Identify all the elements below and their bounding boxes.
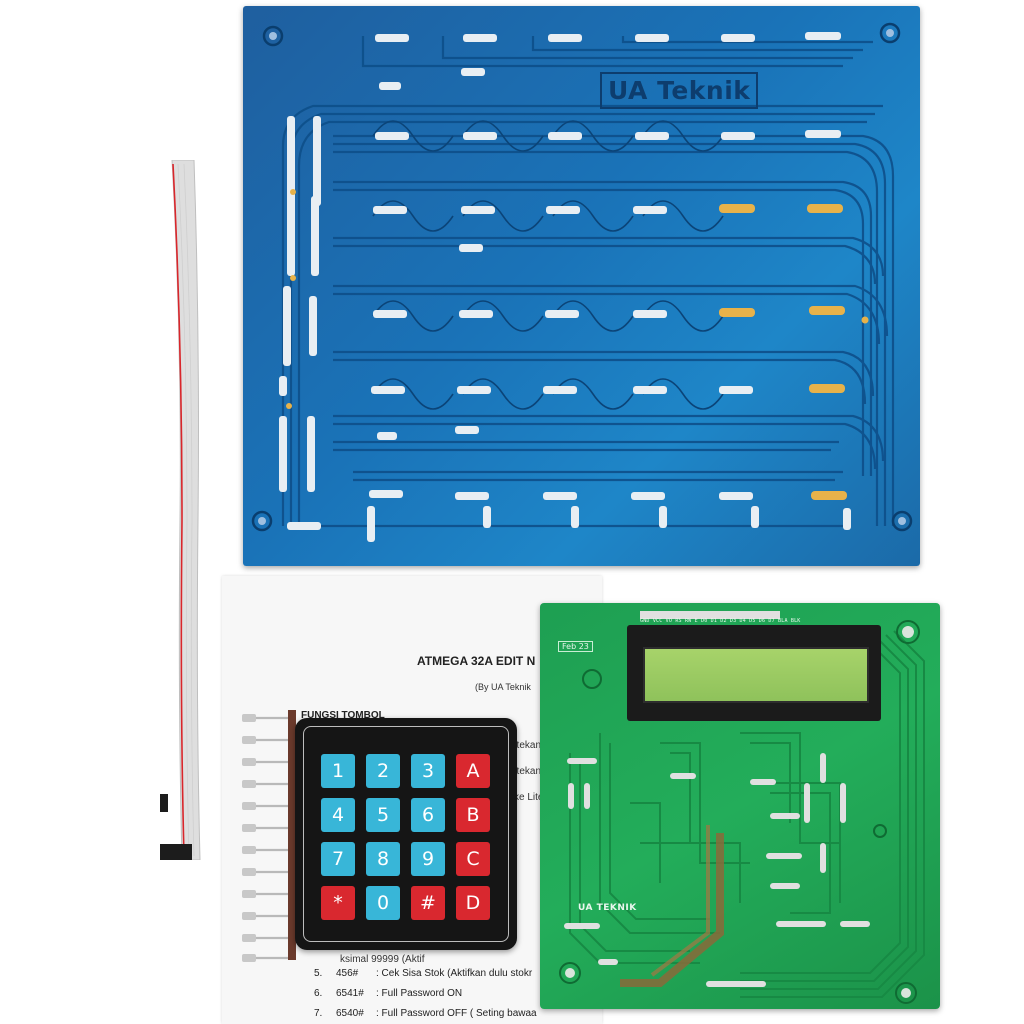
green-pcb-traces [559, 611, 925, 1004]
lcd-pin-labels: GND VCC VO RS RW E D0 D1 D2 D3 D4 D5 D6 … [640, 618, 801, 624]
keypad-key[interactable]: 3 [411, 754, 445, 788]
keypad-key[interactable]: * [321, 886, 355, 920]
manual-row-num: 6. [314, 988, 323, 999]
manual-fragment: ke Liter [514, 792, 547, 803]
keypad-key[interactable]: 8 [366, 842, 400, 876]
keypad-key[interactable]: A [456, 754, 490, 788]
blue-pcb-traces [251, 22, 913, 542]
green-controller-pcb: GND VCC VO RS RW E D0 D1 D2 D3 D4 D5 D6 … [540, 603, 940, 1009]
manual-row: 5. 456# : Cek Sisa Stok (Aktifkan dulu sto… [314, 968, 532, 979]
pcb-date-label: Feb 23 [558, 641, 593, 652]
manual-byline: (By UA Teknik [475, 682, 531, 692]
manual-row-num: 5. [314, 968, 323, 979]
manual-row-text: : Full Password ON [376, 988, 463, 999]
keypad-key[interactable]: C [456, 842, 490, 876]
manual-row-code: 6540# [336, 1008, 364, 1019]
blue-pcb-logo: UA Teknik [600, 72, 759, 109]
manual-row-code: 456# [336, 968, 359, 979]
keypad-key[interactable]: # [411, 886, 445, 920]
manual-fragment: , tekan [511, 766, 542, 777]
manual-row: 7. 6540# : Full Password OFF ( Seting bawa… [314, 1008, 537, 1019]
green-pcb-brand: UA TEKNIK [578, 903, 637, 913]
manual-row-text: : Full Password OFF ( Seting bawaa [376, 1008, 537, 1019]
lcd-screen [643, 647, 869, 703]
manual-fragment: , tekan [511, 740, 542, 751]
keypad-key[interactable]: D [456, 886, 490, 920]
keypad-key[interactable]: 5 [366, 798, 400, 832]
ribbon-cable [124, 159, 220, 861]
keypad-key[interactable]: B [456, 798, 490, 832]
manual-title: ATMEGA 32A EDIT N [417, 654, 536, 668]
manual-heading: FUNGSI TOMBOL [301, 710, 385, 721]
keypad-key[interactable]: 0 [366, 886, 400, 920]
pin-header-graphic [242, 710, 296, 962]
keypad-key[interactable]: 2 [366, 754, 400, 788]
keypad-key[interactable]: 4 [321, 798, 355, 832]
keypad-frame [303, 726, 509, 942]
lcd-module [627, 625, 881, 721]
keypad-key[interactable]: 1 [321, 754, 355, 788]
pin-header-strip [240, 710, 300, 972]
ribbon-cable-graphic [124, 159, 201, 861]
keypad-key[interactable]: 9 [411, 842, 445, 876]
manual-row: 6. 6541# : Full Password ON [314, 988, 462, 999]
keypad-key[interactable]: 7 [321, 842, 355, 876]
blue-pcb-board: UA Teknik [243, 6, 920, 566]
manual-row-text: : Cek Sisa Stok (Aktifkan dulu stokr [376, 968, 533, 979]
manual-row-code: 6541# [336, 988, 364, 999]
keypad-key[interactable]: 6 [411, 798, 445, 832]
manual-fragment: ksimal 99999 (Aktif [340, 954, 425, 965]
manual-row-num: 7. [314, 1008, 323, 1019]
